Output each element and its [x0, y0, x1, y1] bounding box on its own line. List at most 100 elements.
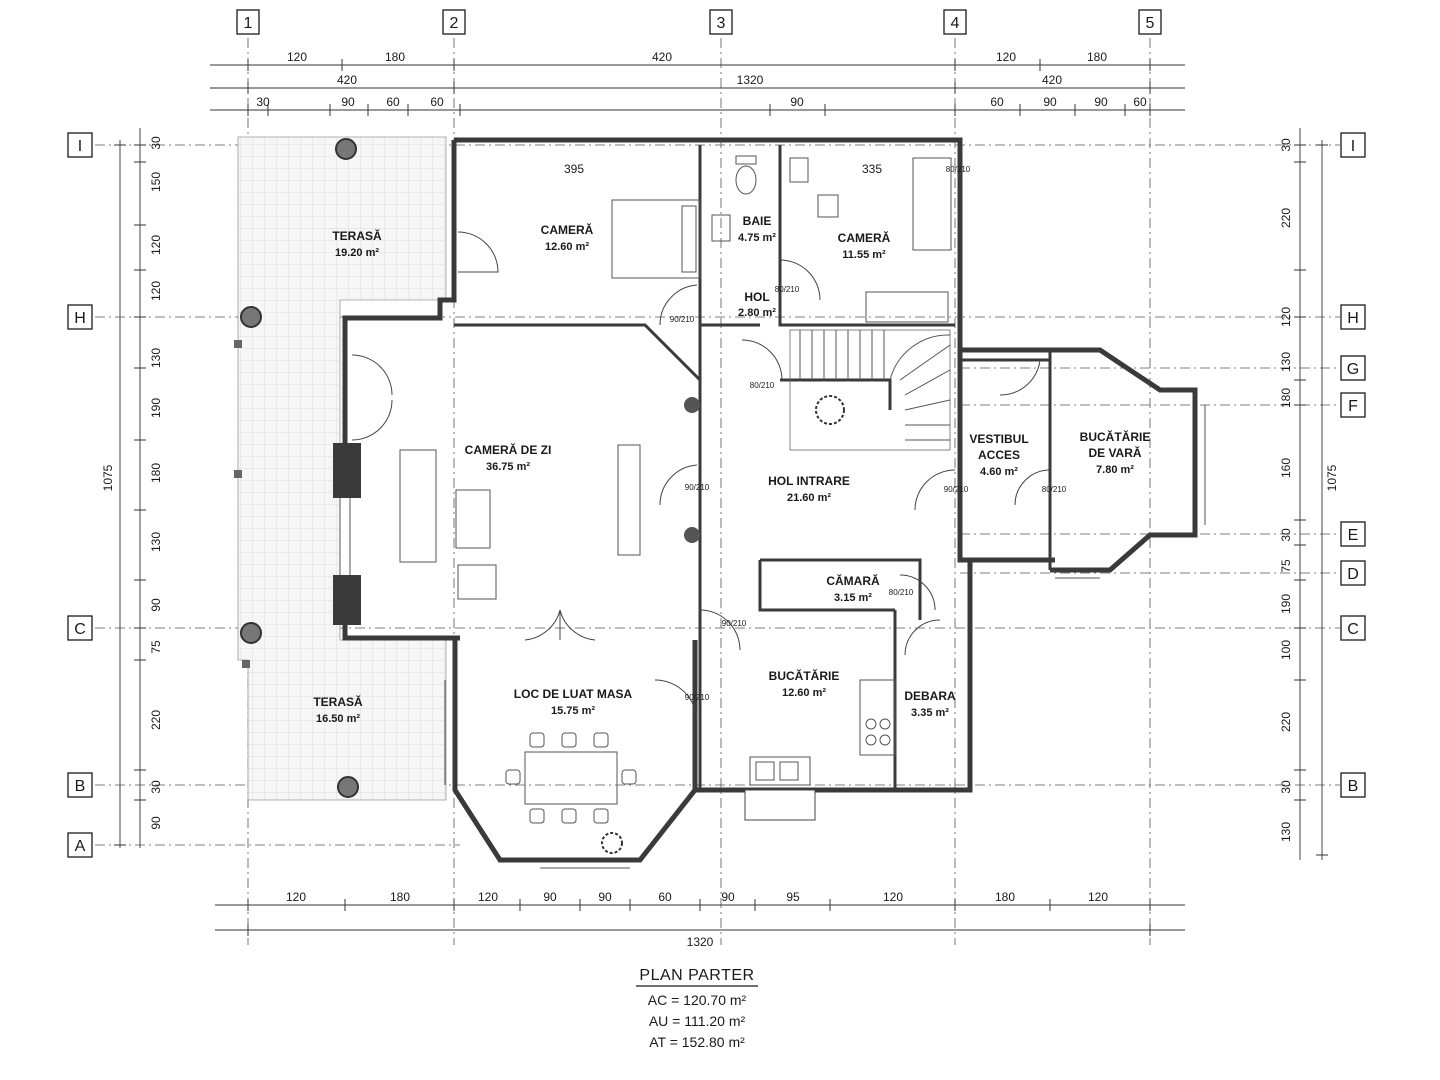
svg-text:420: 420 — [337, 73, 357, 87]
svg-text:80/210: 80/210 — [889, 588, 914, 597]
svg-text:D: D — [1347, 566, 1359, 583]
svg-text:30: 30 — [1279, 138, 1293, 152]
svg-text:220: 220 — [149, 710, 163, 730]
grid-row-markers-right: I H G F E D C B — [1340, 132, 1366, 798]
grid-col-1: 1 — [244, 15, 253, 32]
svg-text:30: 30 — [1279, 528, 1293, 542]
svg-text:180: 180 — [1087, 50, 1107, 64]
title-block: PLAN PARTER AC = 120.70 m² AU = 111.20 m… — [636, 967, 758, 1050]
room-camera-de-zi-name: CAMERĂ DE ZI — [465, 442, 552, 457]
exterior-walls — [333, 137, 1206, 869]
svg-text:335: 335 — [862, 162, 882, 176]
svg-text:190: 190 — [149, 398, 163, 418]
room-hol-name: HOL — [744, 290, 769, 304]
doors — [351, 231, 1051, 723]
svg-text:75: 75 — [149, 640, 163, 654]
svg-text:420: 420 — [1042, 73, 1062, 87]
svg-text:120: 120 — [287, 50, 307, 64]
room-terasa-1-name: TERASĂ — [332, 228, 382, 243]
room-baie-name: BAIE — [743, 214, 772, 228]
svg-text:150: 150 — [149, 172, 163, 192]
svg-text:160: 160 — [1279, 458, 1293, 478]
svg-text:I: I — [1351, 138, 1355, 155]
svg-text:180: 180 — [149, 463, 163, 483]
svg-text:60: 60 — [1133, 95, 1147, 109]
plan-title: PLAN PARTER — [639, 967, 754, 984]
room-camera-2-name: CAMERĂ — [838, 230, 891, 245]
svg-text:180: 180 — [1279, 388, 1293, 408]
svg-text:A: A — [75, 838, 86, 855]
room-vestibul-name: VESTIBUL — [969, 432, 1028, 446]
svg-text:1320: 1320 — [737, 73, 764, 87]
svg-text:H: H — [1347, 310, 1359, 327]
room-debara-name: DEBARA — [904, 689, 956, 703]
svg-text:120: 120 — [286, 890, 306, 904]
svg-text:80/210: 80/210 — [750, 381, 775, 390]
svg-text:C: C — [1347, 621, 1359, 638]
svg-text:C: C — [74, 621, 86, 638]
svg-text:120: 120 — [996, 50, 1016, 64]
svg-text:H: H — [74, 310, 86, 327]
room-loc-de-luat-masa-name: LOC DE LUAT MASA — [514, 687, 633, 701]
svg-text:395: 395 — [564, 162, 584, 176]
svg-text:B: B — [1348, 778, 1359, 795]
svg-text:90: 90 — [721, 890, 735, 904]
summary-au: AU = 111.20 m² — [649, 1013, 746, 1029]
svg-text:I: I — [78, 138, 82, 155]
svg-text:60: 60 — [658, 890, 672, 904]
room-vestibul-name2: ACCES — [978, 448, 1020, 462]
svg-text:30: 30 — [149, 780, 163, 794]
staircase — [789, 329, 951, 451]
svg-text:90/210: 90/210 — [685, 693, 710, 702]
room-hol-intrare-area: 21.60 m² — [787, 492, 831, 504]
svg-text:90: 90 — [1094, 95, 1108, 109]
svg-text:420: 420 — [652, 50, 672, 64]
svg-text:120: 120 — [149, 281, 163, 301]
svg-text:120: 120 — [149, 235, 163, 255]
svg-text:130: 130 — [149, 348, 163, 368]
svg-text:190: 190 — [1279, 594, 1293, 614]
svg-text:80/210: 80/210 — [946, 165, 971, 174]
dimensions-right: 30 220 120 130 180 160 30 75 190 100 220… — [1279, 128, 1339, 860]
room-debara-area: 3.35 m² — [911, 707, 949, 719]
room-terasa-1-area: 19.20 m² — [335, 247, 379, 259]
svg-text:120: 120 — [478, 890, 498, 904]
svg-text:90: 90 — [149, 816, 163, 830]
svg-text:100: 100 — [1279, 640, 1293, 660]
svg-text:130: 130 — [1279, 352, 1293, 372]
svg-text:60: 60 — [430, 95, 444, 109]
room-camera-de-zi-area: 36.75 m² — [486, 461, 530, 473]
svg-text:30: 30 — [256, 95, 270, 109]
room-hol-area: 2.80 m² — [738, 307, 776, 319]
svg-text:130: 130 — [149, 532, 163, 552]
svg-text:80/210: 80/210 — [775, 285, 800, 294]
svg-text:180: 180 — [390, 890, 410, 904]
dimensions-bottom: 120 180 120 90 90 60 90 95 120 180 120 1… — [215, 890, 1185, 949]
room-bucatarie-vara-name2: DE VARĂ — [1088, 445, 1141, 460]
furniture — [399, 155, 952, 854]
svg-text:220: 220 — [1279, 712, 1293, 732]
svg-text:90: 90 — [543, 890, 557, 904]
room-loc-de-luat-masa-area: 15.75 m² — [551, 705, 595, 717]
svg-text:90/210: 90/210 — [685, 483, 710, 492]
svg-text:1075: 1075 — [101, 464, 115, 491]
svg-text:30: 30 — [149, 136, 163, 150]
svg-text:75: 75 — [1279, 559, 1293, 573]
svg-text:1320: 1320 — [687, 935, 714, 949]
svg-text:90/210: 90/210 — [670, 315, 695, 324]
summary-at: AT = 152.80 m² — [649, 1034, 745, 1050]
room-terasa-2-name: TERASĂ — [313, 694, 363, 709]
dimensions-left: 30 150 120 120 130 190 180 130 90 75 220… — [101, 128, 163, 848]
svg-text:180: 180 — [995, 890, 1015, 904]
svg-text:60: 60 — [990, 95, 1004, 109]
svg-text:180: 180 — [385, 50, 405, 64]
grid-col-3: 3 — [717, 15, 726, 32]
svg-text:90/210: 90/210 — [722, 619, 747, 628]
svg-text:90: 90 — [149, 598, 163, 612]
grid-row-markers-left: I H C B A — [67, 132, 93, 858]
svg-text:90: 90 — [598, 890, 612, 904]
svg-text:80/210: 80/210 — [1042, 485, 1067, 494]
svg-text:30: 30 — [1279, 780, 1293, 794]
room-camera-1-name: CAMERĂ — [541, 222, 594, 237]
svg-text:1075: 1075 — [1325, 464, 1339, 491]
